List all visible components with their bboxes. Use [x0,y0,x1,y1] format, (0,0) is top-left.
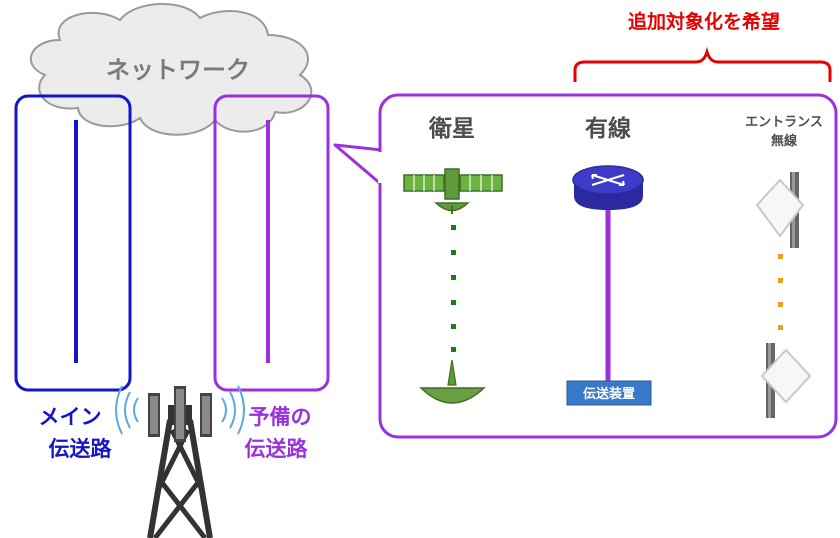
entrance-antenna-top-icon [755,172,805,248]
main-path-box [14,94,132,392]
radio-tower-icon [147,386,213,538]
network-label: ネットワーク [106,56,250,84]
main-path-label-line1: メイン [39,405,102,429]
backup-path-label-line1: 予備の [249,405,312,429]
transmission-device-label: 伝送装置 [583,386,635,402]
satellite-icon [403,168,503,214]
network-cloud: ネットワーク [29,2,313,136]
entrance-antenna-bottom-icon [760,343,812,418]
ground-dish-icon [419,359,486,404]
request-label: 追加対象化を希望 [628,10,780,33]
entrance-label-line1: エントランス [745,115,823,130]
callout-pointer [333,143,383,187]
backup-path-box [213,94,330,392]
router-icon [572,165,644,210]
signal-waves-icon [115,385,245,435]
main-path-label-line2: 伝送路 [49,437,113,461]
wired-label: 有線 [585,115,631,142]
request-bracket [573,46,832,82]
satellite-label: 衛星 [428,115,475,142]
satellite-link-dots [451,225,456,352]
entrance-label-line2: 無線 [771,133,798,149]
entrance-link-dots [778,254,783,330]
backup-path-label-line2: 伝送路 [245,437,309,461]
transmission-device: 伝送装置 [566,380,652,406]
